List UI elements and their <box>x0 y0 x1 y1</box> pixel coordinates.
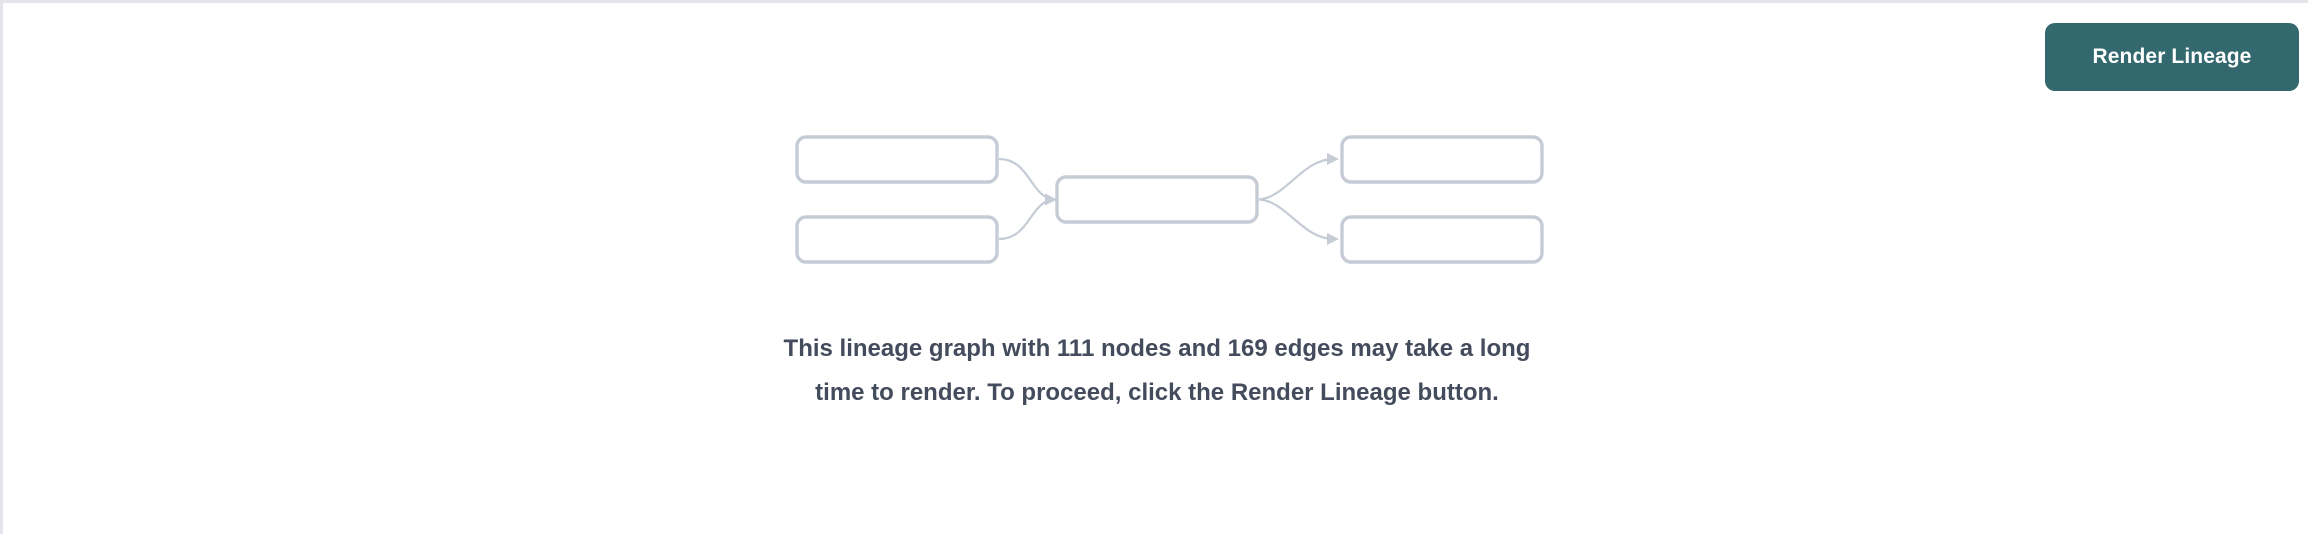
edge-left-top-to-center <box>998 157 1055 201</box>
arrowhead-into-center <box>1045 193 1057 206</box>
render-lineage-button[interactable]: Render Lineage <box>2045 23 2299 91</box>
lineage-graph-placeholder-illustration <box>795 135 1544 264</box>
graph-node-right-bottom <box>1340 215 1544 264</box>
lineage-empty-state-message: This lineage graph with 111 nodes and 16… <box>783 335 1531 406</box>
edge-center-to-right-top <box>1258 157 1335 201</box>
graph-node-left-top <box>795 135 999 184</box>
graph-node-center <box>1055 175 1259 224</box>
edge-left-bottom-to-center <box>998 198 1055 241</box>
arrowhead-into-right-top <box>1327 153 1339 165</box>
arrowhead-into-right-bottom <box>1327 233 1339 245</box>
graph-node-right-top <box>1340 135 1544 184</box>
graph-node-left-bottom <box>795 215 999 264</box>
lineage-empty-state: This lineage graph with 111 nodes and 16… <box>3 3 2308 534</box>
edge-center-to-right-bottom <box>1258 198 1335 241</box>
